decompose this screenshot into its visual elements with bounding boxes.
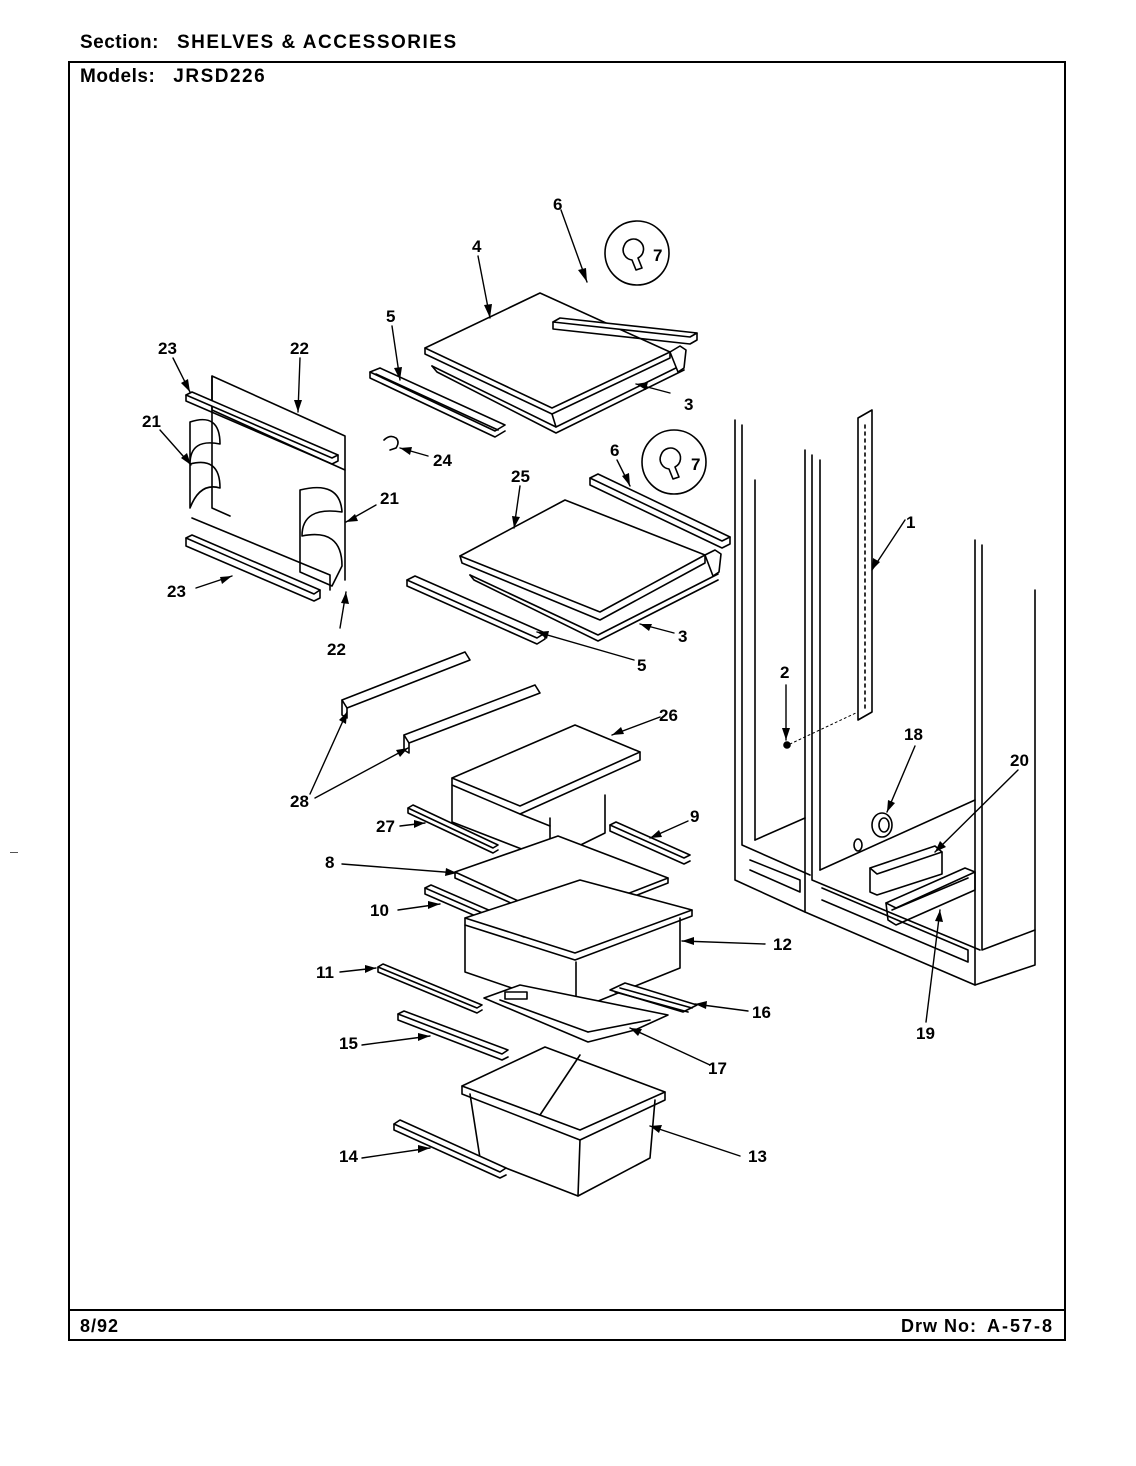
callout-23-bottom: 23 — [167, 582, 186, 601]
callout-3-middle: 3 — [678, 627, 687, 646]
light-lens-19 — [885, 867, 976, 926]
callout-26: 26 — [659, 706, 678, 725]
callout-21-right: 21 — [380, 489, 399, 508]
shelf-clip-24 — [383, 435, 399, 451]
callout-10: 10 — [370, 901, 389, 920]
callout-11: 11 — [316, 963, 334, 982]
callout-23-top: 23 — [158, 339, 177, 358]
cabinet-liner — [734, 419, 1036, 986]
callout-5-top: 5 — [386, 307, 395, 326]
section-label: Section: — [80, 32, 159, 53]
callout-7-middle: 7 — [691, 455, 700, 474]
middle-crisper-pan — [464, 879, 693, 1011]
callout-24: 24 — [433, 451, 452, 470]
models-label: Models: — [80, 66, 156, 87]
drawing-number-label: Drw No: — [900, 1316, 977, 1336]
callout-18: 18 — [904, 725, 923, 744]
trim-15 — [397, 1010, 509, 1061]
models-heading: Models: JRSD226 — [80, 66, 266, 88]
callout-16: 16 — [752, 1003, 771, 1022]
bottom-pan — [461, 1046, 666, 1197]
drawing-frame — [68, 61, 1066, 1341]
callout-22-top: 22 — [290, 339, 309, 358]
section-heading: Section: SHELVES & ACCESSORIES — [80, 32, 458, 54]
callout-20: 20 — [1010, 751, 1029, 770]
callout-9: 9 — [690, 807, 699, 826]
callout-7-top: 7 — [653, 246, 662, 265]
callout-17: 17 — [708, 1059, 727, 1078]
callout-12: 12 — [773, 935, 792, 954]
callout-6-top: 6 — [553, 195, 562, 214]
callout-21-left: 21 — [142, 412, 161, 431]
callout-28: 28 — [290, 792, 309, 811]
drawing-number-value: A-57-8 — [986, 1316, 1054, 1336]
slide-rail-16 — [609, 982, 698, 1013]
middle-shelf-rear-trim — [589, 473, 731, 549]
top-shelf-rear-trim — [552, 317, 698, 345]
callout-19: 19 — [916, 1024, 935, 1043]
footer-date: 8/92 — [80, 1316, 120, 1336]
callout-13: 13 — [748, 1147, 767, 1166]
callout-27: 27 — [376, 817, 395, 836]
callout-4: 4 — [472, 237, 482, 256]
callout-1: 1 — [906, 513, 915, 532]
section-value: SHELVES & ACCESSORIES — [176, 32, 458, 53]
arrowheads — [181, 268, 946, 1153]
upper-crisper-pan — [451, 724, 641, 861]
trim-27 — [407, 804, 499, 854]
top-shelf-front-trim — [369, 367, 506, 438]
support-rail-upper — [341, 651, 471, 719]
models-value: JRSD226 — [173, 66, 267, 87]
callout-22-bottom: 22 — [327, 640, 346, 659]
callout-25: 25 — [511, 467, 530, 486]
callout-labels: 6 4 7 5 3 23 22 21 24 6 7 25 21 23 22 3 … — [142, 195, 1029, 1166]
callout-14: 14 — [339, 1147, 358, 1166]
callout-5-middle: 5 — [637, 656, 646, 675]
callout-6-middle: 6 — [610, 441, 619, 460]
upper-bracket-rail — [185, 391, 339, 465]
trim-11 — [377, 963, 483, 1014]
callout-3-top: 3 — [684, 395, 693, 414]
callout-2: 2 — [780, 663, 789, 682]
detail-circle-7-top — [604, 220, 670, 286]
slide-frame-17 — [483, 984, 669, 1043]
lower-bracket-rail — [185, 534, 321, 602]
footer-drawing-number: Drw No: A-57-8 — [901, 1316, 1054, 1337]
detail-circle-7-middle — [641, 429, 707, 495]
callout-15: 15 — [339, 1034, 358, 1053]
light-housing-20 — [869, 845, 943, 896]
support-rail-lower — [403, 684, 541, 754]
footer-divider — [68, 1309, 1066, 1311]
middle-shelf-glass — [459, 499, 722, 642]
trim-9 — [609, 821, 691, 865]
shelf-ladder-1 — [857, 409, 873, 721]
light-socket-18 — [853, 812, 893, 852]
trim-14 — [393, 1119, 507, 1179]
callout-8: 8 — [325, 853, 334, 872]
middle-shelf-front-trim — [406, 575, 546, 645]
scan-mark — [10, 852, 18, 853]
screw-2 — [783, 711, 859, 749]
